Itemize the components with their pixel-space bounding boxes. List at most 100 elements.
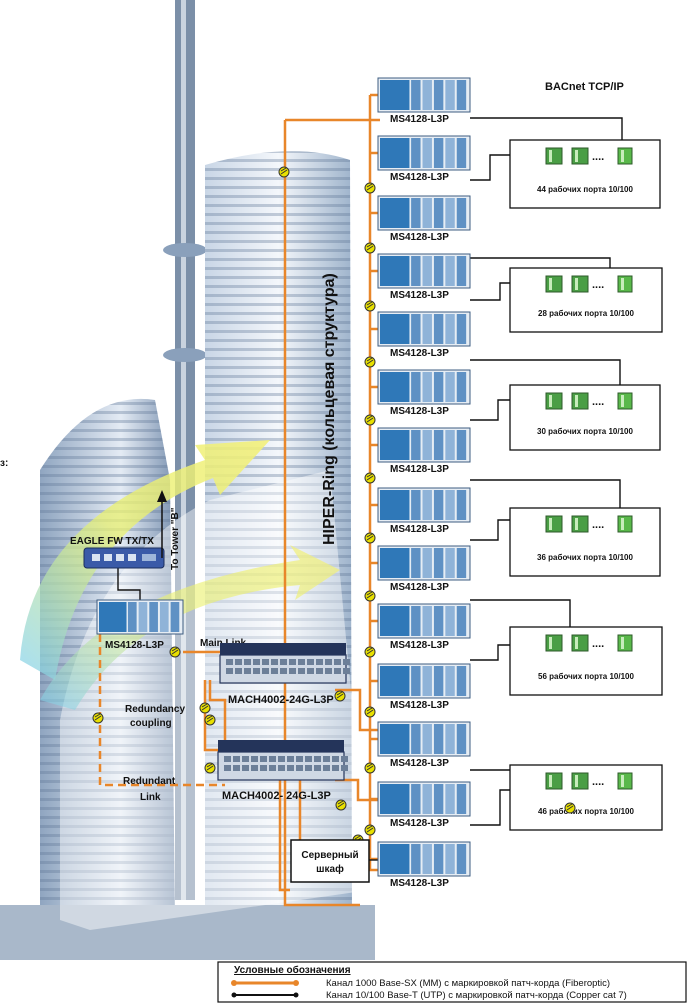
ring-switch-3[interactable] bbox=[377, 195, 471, 231]
ring-switch-6[interactable] bbox=[377, 369, 471, 405]
device-detail bbox=[575, 278, 578, 290]
ring-switch-11[interactable] bbox=[377, 663, 471, 699]
ellipsis: .... bbox=[592, 396, 604, 408]
port-group-5[interactable]: .... 56 рабочих порта 10/100 bbox=[509, 626, 663, 696]
switch-slot bbox=[433, 724, 444, 754]
ring-label: HIPER-Ring (кольцевая структура) bbox=[321, 273, 338, 545]
patch-cord-marker bbox=[334, 690, 346, 702]
switch-slot bbox=[433, 198, 444, 228]
ellipsis: .... bbox=[592, 519, 604, 531]
eagle-firewall[interactable] bbox=[83, 547, 165, 569]
core-port bbox=[305, 756, 312, 762]
switch-slot bbox=[445, 784, 455, 814]
ring-switch-14[interactable] bbox=[377, 841, 471, 877]
switch-slot bbox=[456, 784, 467, 814]
patch-cord-marker bbox=[364, 182, 376, 194]
ring-switch-2[interactable] bbox=[377, 135, 471, 171]
redundancy-label-2: coupling bbox=[130, 718, 172, 729]
core-switch-1[interactable] bbox=[219, 643, 350, 684]
core-port bbox=[314, 756, 321, 762]
ring-switch-13[interactable] bbox=[377, 781, 471, 817]
ring-switch-5[interactable] bbox=[377, 311, 471, 347]
device-detail bbox=[621, 395, 624, 407]
core-port bbox=[224, 765, 231, 771]
switch-module bbox=[380, 548, 410, 578]
firewall-port bbox=[116, 554, 124, 561]
port-group-6[interactable]: ....46 рабочих порта 10/100 bbox=[509, 764, 663, 831]
switch-slot bbox=[159, 602, 169, 632]
port-group-1[interactable]: ....44 рабочих порта 10/100 bbox=[509, 139, 661, 209]
ring-switch-4[interactable] bbox=[377, 253, 471, 289]
legend-fiber-text: Канал 1000 Base-SX (MM) с маркировкой па… bbox=[326, 978, 610, 989]
ring-switch-7[interactable] bbox=[377, 427, 471, 463]
switch-slot bbox=[433, 138, 444, 168]
left-switch[interactable] bbox=[96, 599, 184, 635]
switch-slot bbox=[445, 844, 455, 874]
core-top bbox=[218, 740, 344, 752]
port-group-2[interactable]: ....28 рабочих порта 10/100 bbox=[509, 267, 663, 333]
ring-switch-1[interactable] bbox=[377, 77, 471, 113]
workplace-device bbox=[617, 392, 633, 410]
legend-copper-end bbox=[293, 992, 299, 998]
switch-slot bbox=[422, 430, 432, 460]
ring-switch-12[interactable] bbox=[377, 721, 471, 757]
device-detail bbox=[549, 150, 552, 162]
device-detail bbox=[575, 150, 578, 162]
port-group-3[interactable]: .... 30 рабочих порта 10/100 bbox=[509, 384, 661, 451]
workplace-device bbox=[617, 772, 633, 790]
switch-module bbox=[380, 490, 410, 520]
core-switch-2[interactable] bbox=[217, 740, 348, 781]
core-port bbox=[298, 668, 305, 674]
switch-module bbox=[380, 606, 410, 636]
core-port bbox=[278, 756, 285, 762]
switch-slot bbox=[411, 256, 421, 286]
core-port bbox=[332, 765, 339, 771]
patch-cord-marker bbox=[204, 762, 216, 774]
workplace-device bbox=[617, 147, 633, 165]
switch-slot bbox=[445, 430, 455, 460]
switch-slot bbox=[411, 606, 421, 636]
ring-switch-label: MS4128-L3P bbox=[390, 290, 449, 301]
core-port bbox=[334, 659, 341, 665]
device-detail bbox=[621, 150, 624, 162]
tower-b-label: To Tower "B" bbox=[170, 507, 181, 570]
ring-switch-10[interactable] bbox=[377, 603, 471, 639]
core-port bbox=[343, 659, 350, 665]
left-switch-body[interactable] bbox=[96, 599, 184, 635]
device-detail bbox=[575, 518, 578, 530]
redundant-label-1: Redundant bbox=[123, 776, 176, 787]
port-group-label: 56 рабочих порта 10/100 bbox=[538, 672, 634, 681]
ellipsis: .... bbox=[592, 638, 604, 650]
ring-switch-label: MS4128-L3P bbox=[390, 582, 449, 593]
core-port bbox=[244, 668, 251, 674]
switch-slot bbox=[433, 844, 444, 874]
ring-switch-8[interactable] bbox=[377, 487, 471, 523]
core-port bbox=[314, 765, 321, 771]
patch-cord-marker bbox=[335, 799, 347, 811]
patch-cord-marker bbox=[364, 590, 376, 602]
legend: Условные обозначения Канал 1000 Base-SX … bbox=[217, 961, 687, 1003]
server-cabinet[interactable] bbox=[290, 839, 370, 883]
core-port bbox=[323, 756, 330, 762]
spire-highlight bbox=[181, 0, 186, 900]
workplace-device bbox=[545, 515, 563, 533]
patch-cord-marker bbox=[364, 472, 376, 484]
switch-module bbox=[380, 138, 410, 168]
protocol-label: BACnet TCP/IP bbox=[545, 81, 624, 93]
workplace-device bbox=[571, 772, 589, 790]
core-port bbox=[323, 765, 330, 771]
patch-cord-marker bbox=[564, 802, 576, 814]
legend-fiber-end bbox=[293, 980, 299, 986]
device-detail bbox=[621, 775, 624, 787]
core-port bbox=[332, 756, 339, 762]
core-port bbox=[242, 756, 249, 762]
core-port bbox=[305, 765, 312, 771]
ring-switch-9[interactable] bbox=[377, 545, 471, 581]
firewall-port bbox=[104, 554, 112, 561]
port-group-4[interactable]: ....36 рабочих порта 10/100 bbox=[509, 507, 661, 577]
device-detail bbox=[549, 395, 552, 407]
switch-slot bbox=[411, 372, 421, 402]
port-group-label: 30 рабочих порта 10/100 bbox=[537, 427, 633, 436]
flow-arrows bbox=[20, 440, 340, 710]
port-group-label: 44 рабочих порта 10/100 bbox=[537, 185, 633, 194]
